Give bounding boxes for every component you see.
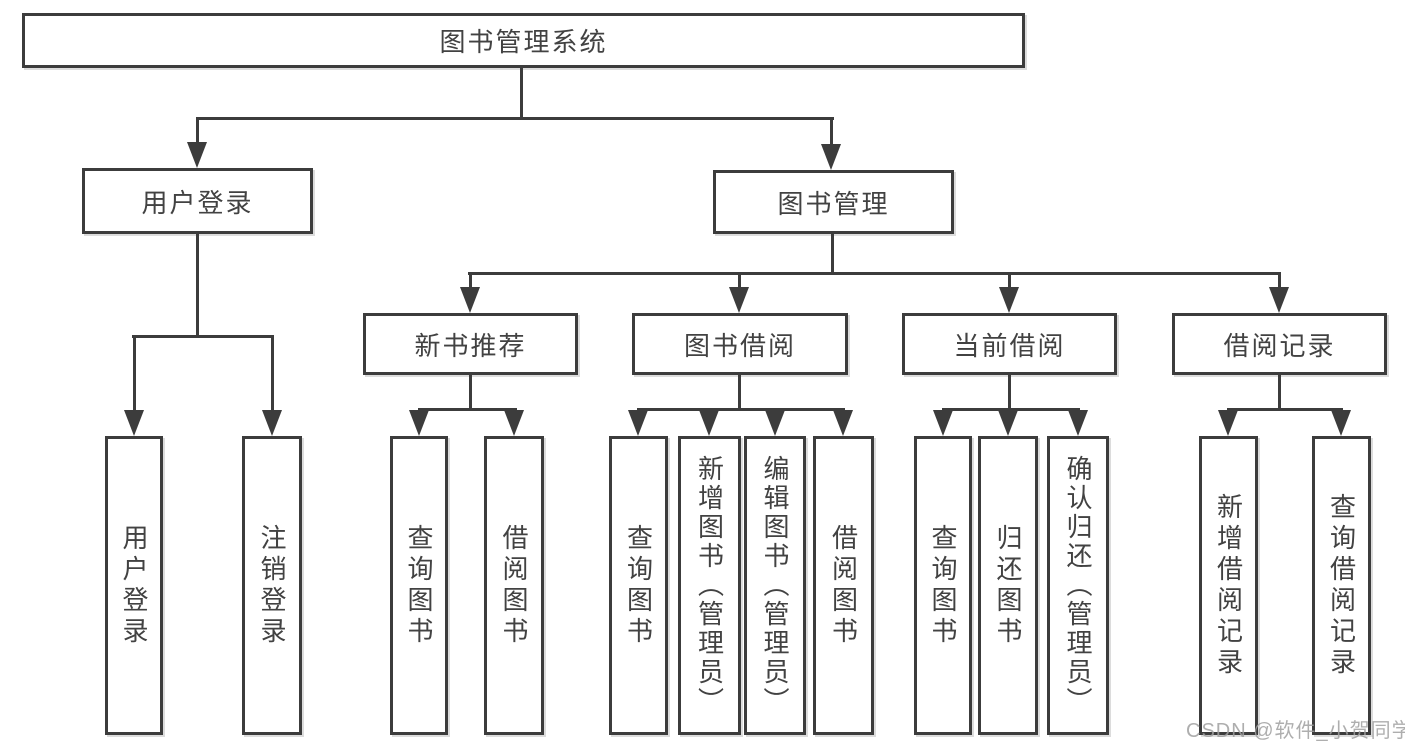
arrow-down-icon xyxy=(933,410,953,436)
arrow-down-icon xyxy=(1269,287,1289,313)
leaf-label: 确认归还（管理员） xyxy=(1063,455,1093,716)
leaf-search-books-recommend: 查询图书 xyxy=(390,436,448,735)
leaf-label: 查询图书 xyxy=(623,523,654,648)
leaf-label: 查询借阅记录 xyxy=(1326,492,1357,679)
node-borrow-records: 借阅记录 xyxy=(1172,313,1387,375)
node-label: 当前借阅 xyxy=(953,330,1066,361)
arrow-down-icon xyxy=(1068,410,1088,436)
node-label: 用户登录 xyxy=(141,187,254,218)
node-label: 图书管理系统 xyxy=(439,27,608,57)
leaf-label: 归还图书 xyxy=(993,523,1023,648)
edge-line xyxy=(418,408,517,411)
node-current-borrow: 当前借阅 xyxy=(902,313,1117,375)
csdn-watermark: CSDN @软件_小贺同学 xyxy=(1186,720,1405,742)
leaf-edit-books-admin: 编辑图书（管理员） xyxy=(744,436,806,735)
edge-line xyxy=(831,234,834,274)
arrow-down-icon xyxy=(821,144,841,170)
arrow-down-icon xyxy=(1218,410,1238,436)
node-label: 借阅记录 xyxy=(1223,330,1336,361)
arrow-down-icon xyxy=(765,410,785,436)
leaf-return-books: 归还图书 xyxy=(978,436,1038,735)
arrow-down-icon xyxy=(999,287,1019,313)
edge-line xyxy=(738,375,741,411)
arrow-down-icon xyxy=(124,410,144,436)
arrow-down-icon xyxy=(262,410,282,436)
leaf-label: 用户登录 xyxy=(119,523,149,648)
edge-line xyxy=(468,272,1281,275)
edge-line xyxy=(738,272,741,289)
leaf-label: 新增借阅记录 xyxy=(1213,492,1244,679)
arrow-down-icon xyxy=(699,410,719,436)
leaf-borrow-books: 借阅图书 xyxy=(813,436,874,735)
node-user-login: 用户登录 xyxy=(82,168,313,234)
edge-line xyxy=(469,375,472,411)
edge-line xyxy=(196,117,199,145)
arrow-down-icon xyxy=(998,410,1018,436)
edge-line xyxy=(1008,272,1011,289)
node-label: 图书管理 xyxy=(777,188,890,219)
node-book-borrow: 图书借阅 xyxy=(632,313,848,375)
arrow-down-icon xyxy=(409,410,429,436)
leaf-label: 编辑图书（管理员） xyxy=(760,455,790,716)
edge-line xyxy=(196,234,199,338)
leaf-add-books-admin: 新增图书（管理员） xyxy=(678,436,741,735)
node-system-root: 图书管理系统 xyxy=(22,13,1025,68)
arrow-down-icon xyxy=(460,287,480,313)
edge-line xyxy=(469,272,472,289)
edge-line xyxy=(1227,408,1343,411)
leaf-add-borrow-record: 新增借阅记录 xyxy=(1199,436,1258,735)
arrow-down-icon xyxy=(729,287,749,313)
arrow-down-icon xyxy=(504,410,524,436)
edge-line xyxy=(271,335,274,411)
leaf-confirm-return-admin: 确认归还（管理员） xyxy=(1047,436,1109,735)
node-label: 新书推荐 xyxy=(414,330,527,361)
leaf-label: 查询图书 xyxy=(928,523,958,648)
edge-line xyxy=(132,335,274,338)
node-new-book-recommend: 新书推荐 xyxy=(363,313,578,375)
arrow-down-icon xyxy=(628,410,648,436)
leaf-label: 注销登录 xyxy=(257,523,287,648)
edge-line xyxy=(830,117,833,147)
leaf-label: 查询图书 xyxy=(404,523,434,648)
leaf-search-books-current: 查询图书 xyxy=(914,436,972,735)
node-book-management: 图书管理 xyxy=(713,170,954,234)
edge-line xyxy=(942,408,1080,411)
arrow-down-icon xyxy=(833,410,853,436)
leaf-user-login: 用户登录 xyxy=(105,436,163,735)
edge-line xyxy=(1278,272,1281,289)
leaf-label: 新增图书（管理员） xyxy=(694,455,725,716)
leaf-logout: 注销登录 xyxy=(242,436,302,735)
edge-line xyxy=(1278,375,1281,411)
edge-line xyxy=(133,335,136,411)
arrow-down-icon xyxy=(187,142,207,168)
edge-line xyxy=(1008,375,1011,411)
edge-line xyxy=(196,117,834,120)
edge-line xyxy=(520,68,523,120)
leaf-search-borrow-record: 查询借阅记录 xyxy=(1312,436,1371,735)
edge-line xyxy=(637,408,845,411)
leaf-label: 借阅图书 xyxy=(828,523,859,648)
leaf-borrow-books-recommend: 借阅图书 xyxy=(484,436,544,735)
leaf-label: 借阅图书 xyxy=(499,523,529,648)
arrow-down-icon xyxy=(1331,410,1351,436)
node-label: 图书借阅 xyxy=(683,330,796,361)
leaf-search-books-borrow: 查询图书 xyxy=(609,436,668,735)
